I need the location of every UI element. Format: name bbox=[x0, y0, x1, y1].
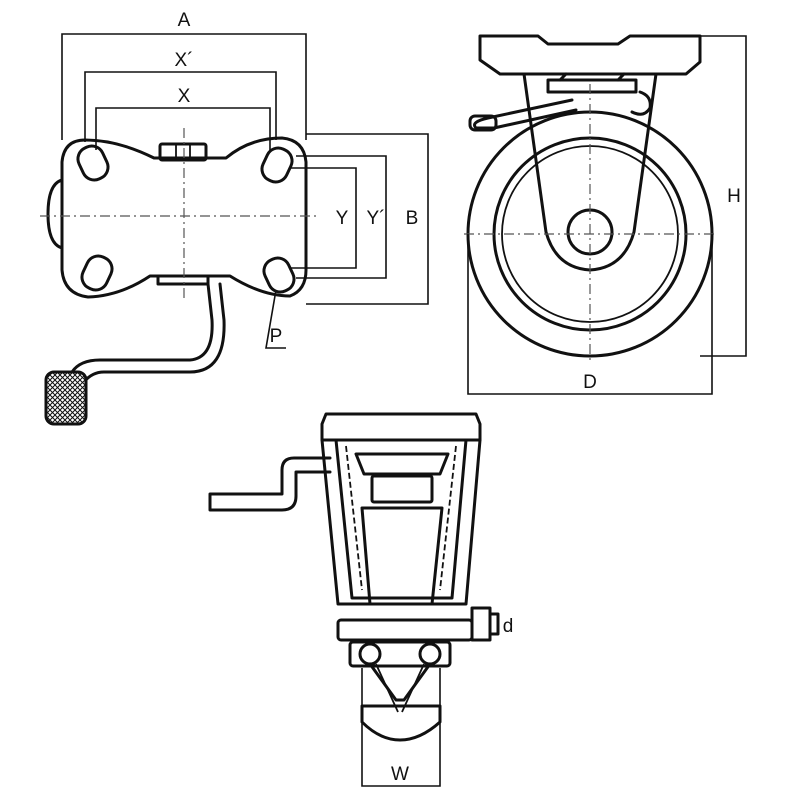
bottom-bracket bbox=[156, 274, 210, 286]
top-view bbox=[40, 128, 320, 426]
dim-label-p: P bbox=[270, 326, 283, 347]
brake-pedal-lever bbox=[473, 98, 578, 130]
axle-bar bbox=[336, 618, 474, 642]
side-view-dimensions: H D bbox=[467, 35, 747, 395]
dim-label-x: X bbox=[178, 86, 191, 107]
side-view bbox=[464, 34, 716, 362]
bearing-left bbox=[358, 642, 382, 666]
bolt-slot-top-left bbox=[76, 144, 110, 182]
dim-label-a: A bbox=[178, 10, 191, 31]
dim-label-x-prime: X´ bbox=[175, 50, 194, 71]
plate-side-bump bbox=[46, 178, 64, 250]
front-view-dimensions: W d bbox=[361, 616, 514, 787]
front-fork-inner bbox=[334, 438, 468, 600]
mounting-plate-outline bbox=[60, 136, 308, 299]
dim-label-w: W bbox=[391, 764, 409, 785]
swivel-block bbox=[354, 452, 450, 476]
lever-knurled-grip bbox=[44, 370, 88, 426]
front-brake-handle bbox=[208, 456, 332, 512]
dim-label-h: H bbox=[727, 186, 741, 207]
axle-nut-d bbox=[470, 606, 492, 642]
dim-label-y-prime: Y´ bbox=[367, 208, 386, 229]
bolt-slot-top-right bbox=[260, 146, 294, 184]
bearing-right bbox=[418, 642, 442, 666]
dim-label-y: Y bbox=[336, 208, 349, 229]
dim-label-d: D bbox=[583, 372, 597, 393]
front-wheel-tire bbox=[360, 704, 442, 742]
top-nut bbox=[158, 142, 208, 162]
front-top-plate bbox=[320, 412, 482, 442]
dim-label-small-d: d bbox=[503, 616, 514, 637]
top-view-dimensions: A X´ X Y Y´ B P bbox=[61, 10, 429, 349]
brake-mechanism bbox=[546, 72, 638, 94]
brake-lever-arm bbox=[64, 282, 214, 382]
bolt-slot-bottom-left bbox=[80, 254, 114, 292]
bolt-slot-bottom-right bbox=[262, 256, 296, 294]
front-view bbox=[208, 412, 500, 742]
side-top-plate bbox=[478, 34, 702, 76]
dim-label-b: B bbox=[406, 208, 419, 229]
